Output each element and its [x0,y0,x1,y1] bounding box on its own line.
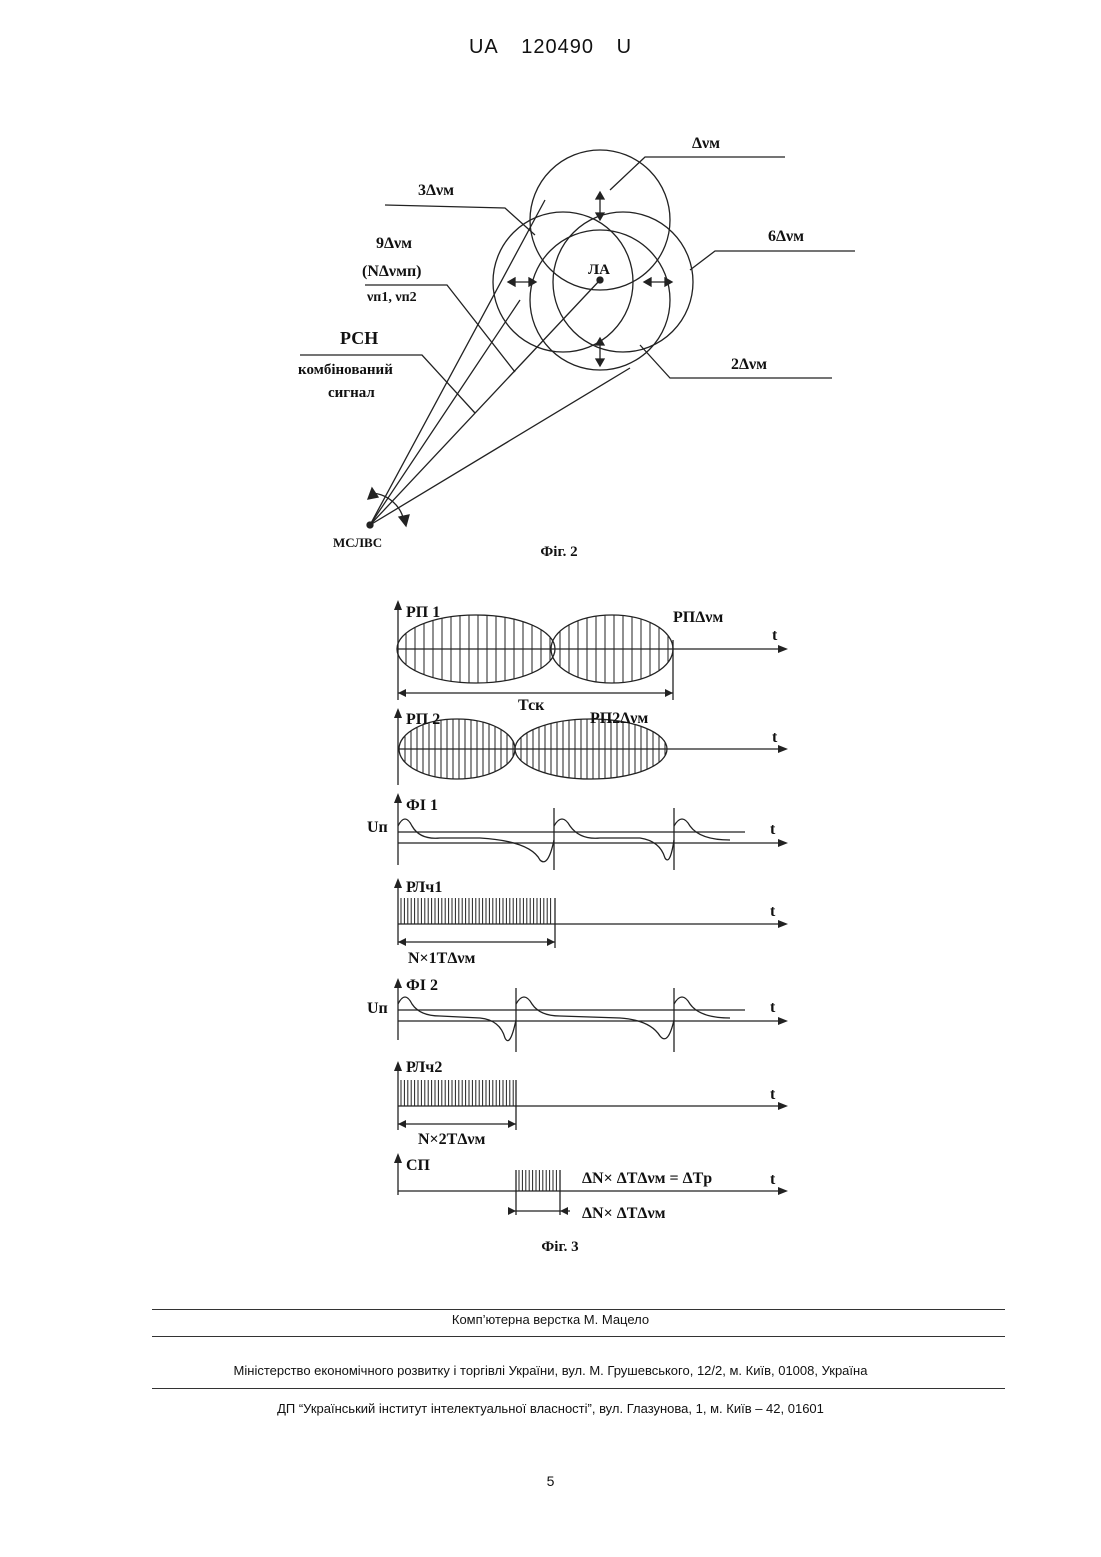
t-label: t [770,821,776,838]
footer-ministry: Міністерство економічного розвитку і тор… [0,1363,1101,1378]
footer-rule [152,1388,1005,1389]
label-rp2-dv: РП2Δνм [590,710,648,727]
label-tsk: Тск [518,697,545,714]
t-label: t [770,999,776,1016]
label-fi1: ФІ 1 [406,797,438,814]
label-rlch1: РЛч1 [406,879,442,896]
t-label: t [772,729,778,746]
footer-layout: Комп’ютерна верстка М. Мацело [0,1312,1101,1327]
label-eq: ΔN× ΔTΔνм = ΔTр [582,1170,712,1187]
label-un-2: Uп [367,1000,388,1017]
label-fi2: ФІ 2 [406,977,438,994]
t-label: t [770,1171,776,1188]
label-rlch2: РЛч2 [406,1059,442,1076]
page-number: 5 [0,1473,1101,1489]
footer-rule [152,1309,1005,1310]
footer-institute: ДП “Український інститут інтелектуальної… [0,1401,1101,1416]
label-n2: N×2TΔνм [418,1131,486,1148]
t-label: t [770,903,776,920]
t-label: t [772,627,778,644]
figure-3-caption: Фіг. 3 [460,1239,660,1256]
label-rp1-dv: РПΔνм [673,609,723,626]
fi2-pulse [398,997,516,1041]
label-sp: СП [406,1157,431,1174]
figure-3: РП 1 РПΔνм Тск РП 2 РП2Δνм ФІ 1 Uп РЛч1 … [0,0,1101,1260]
label-rp1: РП 1 [406,604,440,621]
t-label: t [770,1086,776,1103]
fi1-pulse [398,819,554,862]
label-dn: ΔN× ΔTΔνм [582,1205,666,1222]
label-n1: N×1TΔνм [408,950,476,967]
footer-rule [152,1336,1005,1337]
label-rp2: РП 2 [406,711,440,728]
label-un-1: Uп [367,819,388,836]
